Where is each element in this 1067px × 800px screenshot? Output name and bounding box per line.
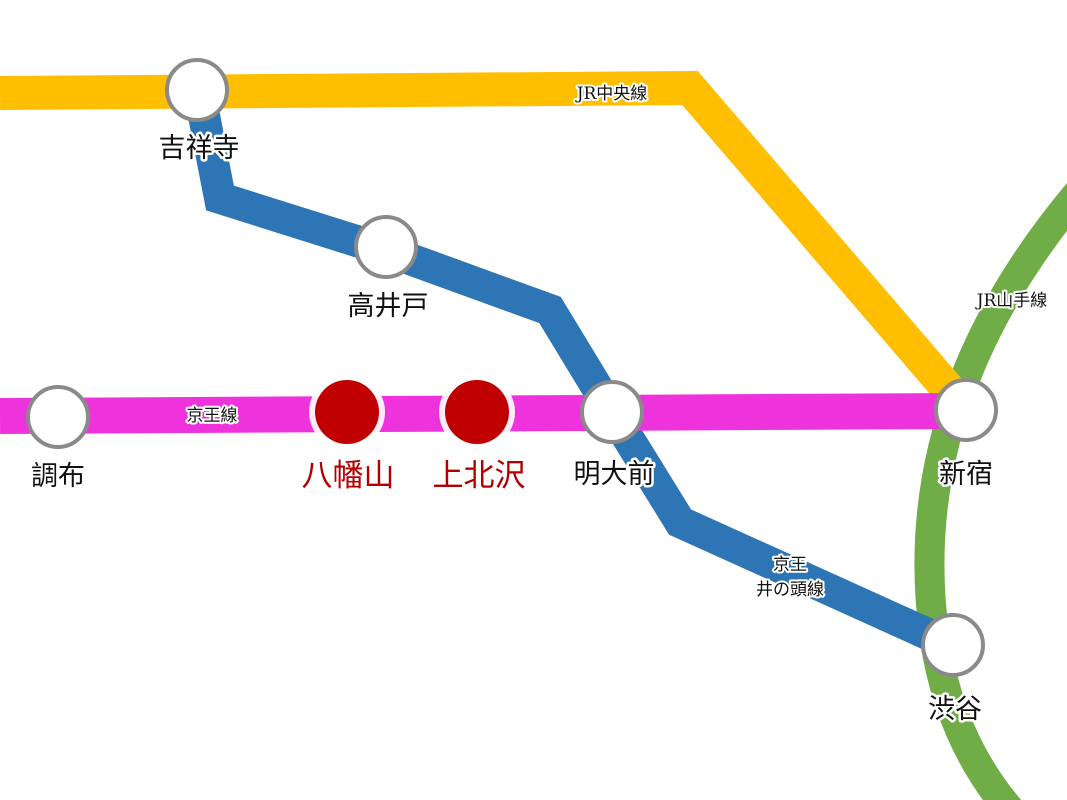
inokashira-line-label-2: 井の頭線 xyxy=(756,580,824,600)
station-meidaimae-marker[interactable] xyxy=(580,380,644,444)
station-shibuya-label: 渋谷 xyxy=(928,694,982,725)
station-shinjuku-label: 新宿 xyxy=(939,459,993,490)
station-meidaimae-label: 明大前 xyxy=(574,459,655,490)
station-takaido-marker[interactable] xyxy=(354,215,418,279)
station-chofu-marker[interactable] xyxy=(26,385,90,449)
inokashira-line-label-1: 京王 xyxy=(773,555,807,575)
station-hachimanyama-label: 八幡山 xyxy=(302,458,395,494)
station-shibuya-marker[interactable] xyxy=(921,613,985,677)
inokashira-line xyxy=(184,91,959,660)
chuo-line xyxy=(0,70,979,422)
station-hachimanyama-marker[interactable] xyxy=(315,380,379,444)
station-takaido-label: 高井戸 xyxy=(348,291,429,322)
chuo-line-label: JR中央線 xyxy=(575,84,648,104)
station-shinjuku-marker[interactable] xyxy=(934,378,998,442)
station-chofu-label: 調布 xyxy=(31,461,85,492)
keio-line-label: 京王線 xyxy=(187,406,238,426)
yamanote-line-label: JR山手線 xyxy=(975,291,1048,311)
station-kichijoji-label: 吉祥寺 xyxy=(159,133,240,164)
yamanote-line xyxy=(914,183,1067,800)
station-kamikitazawa-marker[interactable] xyxy=(445,380,509,444)
station-kamikitazawa-label: 上北沢 xyxy=(433,458,526,494)
station-kichijoji-marker[interactable] xyxy=(165,58,229,122)
